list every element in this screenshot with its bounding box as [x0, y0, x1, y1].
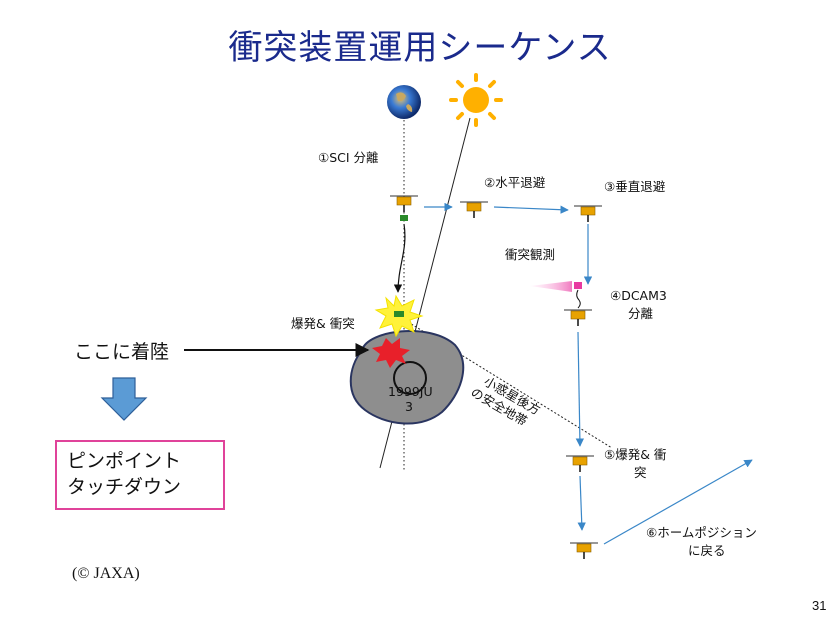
label-dcam3-separation: 分離	[628, 306, 654, 321]
label-safe-zone: 小惑星後方 の安全地帯	[468, 374, 543, 429]
label-step5-2: 突	[634, 465, 647, 480]
page-number: 31	[812, 598, 827, 613]
sci-descent-path	[393, 223, 406, 293]
sci-unit	[400, 215, 408, 221]
label-impact-observation: 衝突観測	[505, 247, 555, 262]
asteroid-name-2: 3	[405, 399, 413, 414]
page-title: 衝突装置運用シーケンス	[228, 28, 612, 68]
flight-path	[424, 202, 753, 545]
callout-line-2: タッチダウン	[67, 476, 182, 498]
spacecraft-icon	[564, 309, 592, 326]
spacecraft-icon	[460, 201, 488, 218]
label-sci-separation: ①SCI 分離	[318, 150, 379, 165]
crater-ring	[393, 361, 427, 395]
label-step6: ⑥ホームポジション	[646, 525, 757, 540]
label-horizontal-evasion: ②水平退避	[484, 175, 546, 190]
label-dcam3: ④DCAM3	[610, 288, 667, 303]
label-vertical-evasion: ③垂直退避	[604, 179, 666, 194]
down-arrow-icon	[100, 377, 148, 421]
label-step6-2: に戻る	[688, 543, 726, 558]
dcam3-tether	[576, 289, 581, 309]
asteroid-name-1: 1999JU	[388, 384, 433, 399]
spacecraft-icon	[390, 195, 418, 212]
explosion-icon	[374, 294, 424, 338]
impact-icon	[372, 338, 410, 368]
spacecraft-icon	[574, 205, 602, 222]
spacecraft-icon	[566, 455, 594, 472]
credit: (© JAXA)	[72, 565, 140, 582]
asteroid	[349, 330, 465, 425]
callout-line-1: ピンポイント	[67, 450, 182, 472]
spacecraft-icon	[570, 542, 598, 559]
label-step5: ⑤爆発& 衝	[604, 447, 667, 462]
sun-icon	[449, 73, 503, 127]
pinpoint-touchdown-callout: ピンポイント タッチダウン	[55, 440, 225, 510]
earth-icon	[387, 85, 421, 119]
label-land-here: ここに着陸	[74, 341, 169, 363]
label-explosion-impact: 爆発& 衝突	[291, 316, 355, 331]
dcam3-unit	[574, 282, 582, 289]
camera-beam	[530, 281, 572, 292]
